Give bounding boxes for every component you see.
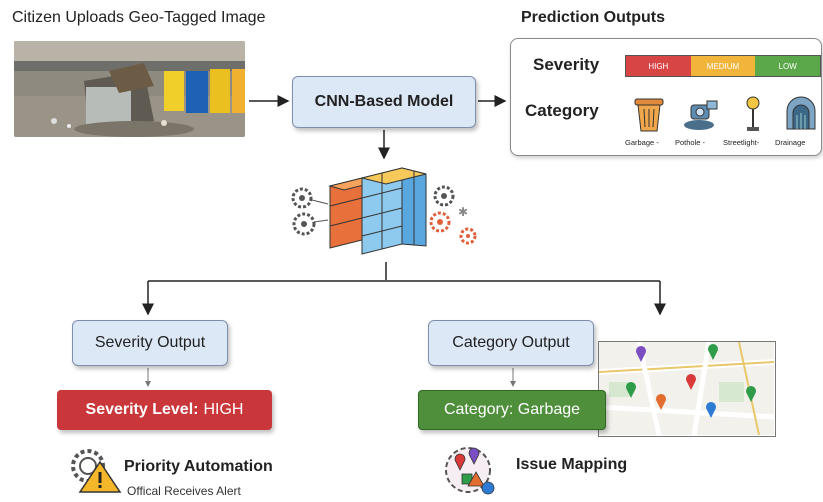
- priority-automation-title: Priority Automation: [124, 458, 273, 475]
- category-label: Category: [525, 101, 599, 120]
- gear-warning-icon: [71, 449, 122, 493]
- streetlight-icon: [746, 96, 760, 131]
- category-streetlight-label: Streetlight-: [723, 138, 760, 147]
- drainage-icon: [786, 96, 816, 130]
- severity-level-prefix: Severity Level:: [85, 401, 199, 418]
- severity-medium: MEDIUM: [690, 56, 756, 76]
- svg-text:✱: ✱: [458, 205, 468, 219]
- severity-scale: HIGH MEDIUM LOW: [625, 55, 821, 77]
- issue-mapping-title: Issue Mapping: [516, 456, 628, 473]
- priority-automation-subtitle: Offical Receives Alert: [127, 484, 241, 498]
- severity-label: Severity: [533, 55, 600, 74]
- cnn-cube-icon: ✱: [291, 167, 477, 255]
- severity-low: LOW: [755, 56, 821, 76]
- pothole-icon: [684, 100, 718, 130]
- cnn-model-box: CNN-Based Model: [292, 76, 476, 128]
- severity-level-value: HIGH: [203, 401, 244, 418]
- category-icons: Garbage - Pothole - Streetlight- Drainag…: [623, 91, 823, 151]
- category-output-box: Category Output: [428, 320, 594, 366]
- category-result-badge: Category: Garbage: [418, 390, 606, 430]
- category-pothole-label: Pothole -: [675, 138, 706, 147]
- predictions-title: Prediction Outputs: [521, 9, 665, 26]
- severity-high: HIGH: [626, 56, 691, 76]
- uploaded-image: [14, 41, 245, 137]
- input-title: Citizen Uploads Geo-Tagged Image: [12, 9, 266, 26]
- severity-output-box: Severity Output: [72, 320, 228, 366]
- category-drainage-label: Drainage: [775, 138, 806, 147]
- map-pin-icon: [626, 344, 756, 418]
- issue-map: [598, 341, 776, 437]
- prediction-outputs-panel: Severity HIGH MEDIUM LOW Category: [510, 38, 822, 156]
- category-garbage-label: Garbage -: [625, 138, 659, 147]
- garbage-bin-icon: [634, 98, 664, 132]
- severity-level-badge: Severity Level: HIGH: [57, 390, 272, 430]
- issue-mapping-icon: [445, 447, 495, 495]
